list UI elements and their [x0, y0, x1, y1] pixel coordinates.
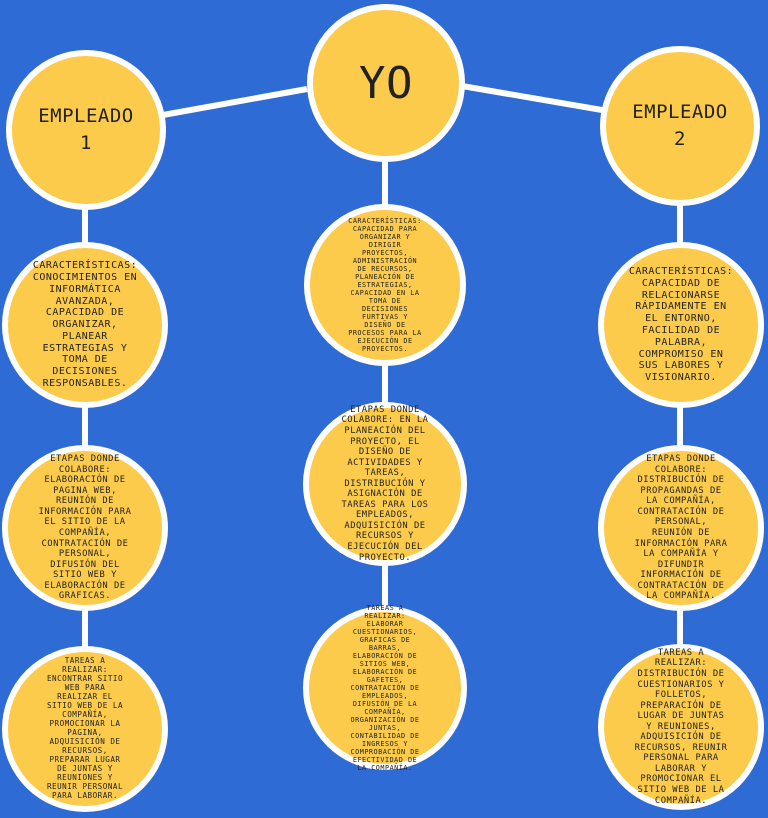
- e2-tareas-text: TAREAS A REALIZAR: DISTRIBUCIÓN DE CUEST…: [634, 647, 728, 806]
- e2-tareas-node: TAREAS A REALIZAR: DISTRIBUCIÓN DE CUEST…: [598, 644, 764, 810]
- e1-tareas-text: TAREAS A REALIZAR: ENCONTRAR SITIO WEB P…: [46, 656, 124, 800]
- yo-tareas-node: TAREAS A REALIZAR: ELABORAR CUESTIONARIO…: [303, 603, 467, 773]
- empleado-1-node: EMPLEADO 1: [6, 50, 166, 210]
- yo-tareas-text: TAREAS A REALIZAR: ELABORAR CUESTIONARIO…: [350, 603, 420, 773]
- e1-etapas-node: ETAPAS DONDE COLABORE: ELABORACIÓN DE PA…: [2, 445, 168, 611]
- e1-etapas-text: ETAPAS DONDE COLABORE: ELABORACIÓN DE PA…: [38, 454, 132, 602]
- yo-title: YO: [359, 57, 413, 109]
- e2-caracteristicas-node: CARACTERÍSTICAS: CAPACIDAD DE RELACIONAR…: [598, 242, 764, 408]
- e2-etapas-text: ETAPAS DONDE COLABORE: DISTRIBUCIÓN DE P…: [634, 454, 728, 602]
- yo-node: YO: [307, 4, 465, 162]
- e2-etapas-node: ETAPAS DONDE COLABORE: DISTRIBUCIÓN DE P…: [598, 445, 764, 611]
- e1-tareas-node: TAREAS A REALIZAR: ENCONTRAR SITIO WEB P…: [2, 646, 168, 812]
- yo-caracteristicas-text: CARACTERÍSTICAS: CAPACIDAD PARA ORGANIZA…: [348, 216, 422, 354]
- e2-caracteristicas-text: CARACTERÍSTICAS: CAPACIDAD DE RELACIONAR…: [628, 266, 734, 384]
- yo-caracteristicas-node: CARACTERÍSTICAS: CAPACIDAD PARA ORGANIZA…: [304, 204, 466, 366]
- empleado-2-node: EMPLEADO 2: [600, 46, 760, 206]
- e1-caracteristicas-text: CARACTERÍSTICAS: CONOCIMIENTOS EN INFORM…: [32, 260, 138, 390]
- empleado-1-title: EMPLEADO 1: [38, 105, 134, 154]
- connector-yo-e2: [461, 83, 603, 113]
- yo-etapas-text: ETAPAS DONDE COLABORE: EN LA PLANEACIÓN …: [341, 404, 429, 563]
- yo-etapas-node: ETAPAS DONDE COLABORE: EN LA PLANEACIÓN …: [303, 402, 467, 566]
- empleado-2-title: EMPLEADO 2: [632, 101, 728, 150]
- connector-yo-e1: [162, 86, 308, 118]
- e1-caracteristicas-node: CARACTERÍSTICAS: CONOCIMIENTOS EN INFORM…: [2, 242, 168, 408]
